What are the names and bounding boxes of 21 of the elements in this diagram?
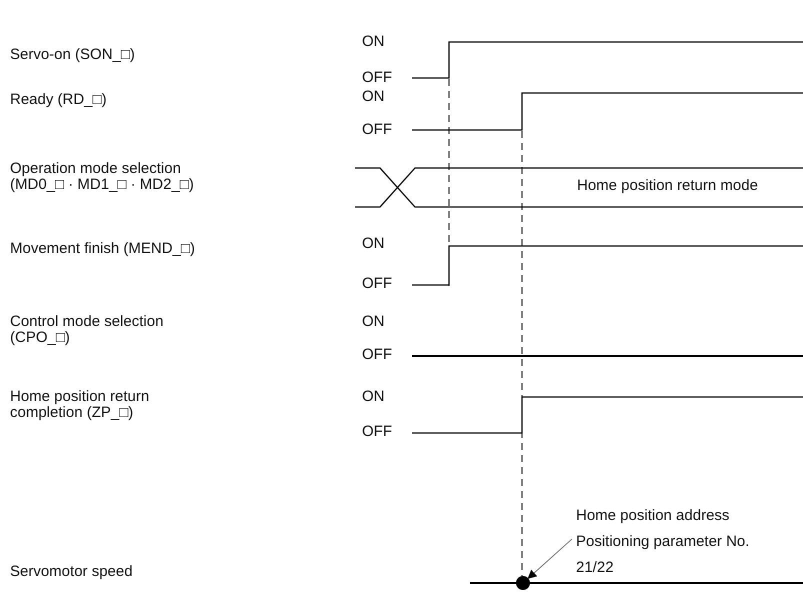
callout-text: Home position address Positioning parameter No. 21/22 xyxy=(576,503,756,581)
leader-line xyxy=(528,538,572,579)
state-label: ON xyxy=(362,89,386,105)
signal-name: Movement finish (MEND_□) xyxy=(10,241,196,257)
state-label: OFF xyxy=(362,347,393,363)
state-label: OFF xyxy=(362,122,393,138)
state-label: ON xyxy=(362,34,386,50)
mode-label: Home position return mode xyxy=(575,178,760,194)
state-label: OFF xyxy=(362,276,393,292)
state-label: ON xyxy=(362,314,386,330)
signal-name: Ready (RD_□) xyxy=(10,92,108,108)
signal-name: Operation mode selection (MD0_□ · MD1_□ · MD2_□) xyxy=(10,161,195,193)
state-label: ON xyxy=(362,236,386,252)
signal-name: Servo-on (SON_□) xyxy=(10,47,136,63)
connection-dot xyxy=(516,576,530,590)
state-label: OFF xyxy=(362,70,393,86)
signal-name: Home position return completion (ZP_□) xyxy=(10,389,150,421)
state-label: ON xyxy=(362,389,386,405)
signal-name: Servomotor speed xyxy=(10,564,134,580)
state-label: OFF xyxy=(362,424,393,440)
signal-name: Control mode selection (CPO_□) xyxy=(10,314,164,346)
